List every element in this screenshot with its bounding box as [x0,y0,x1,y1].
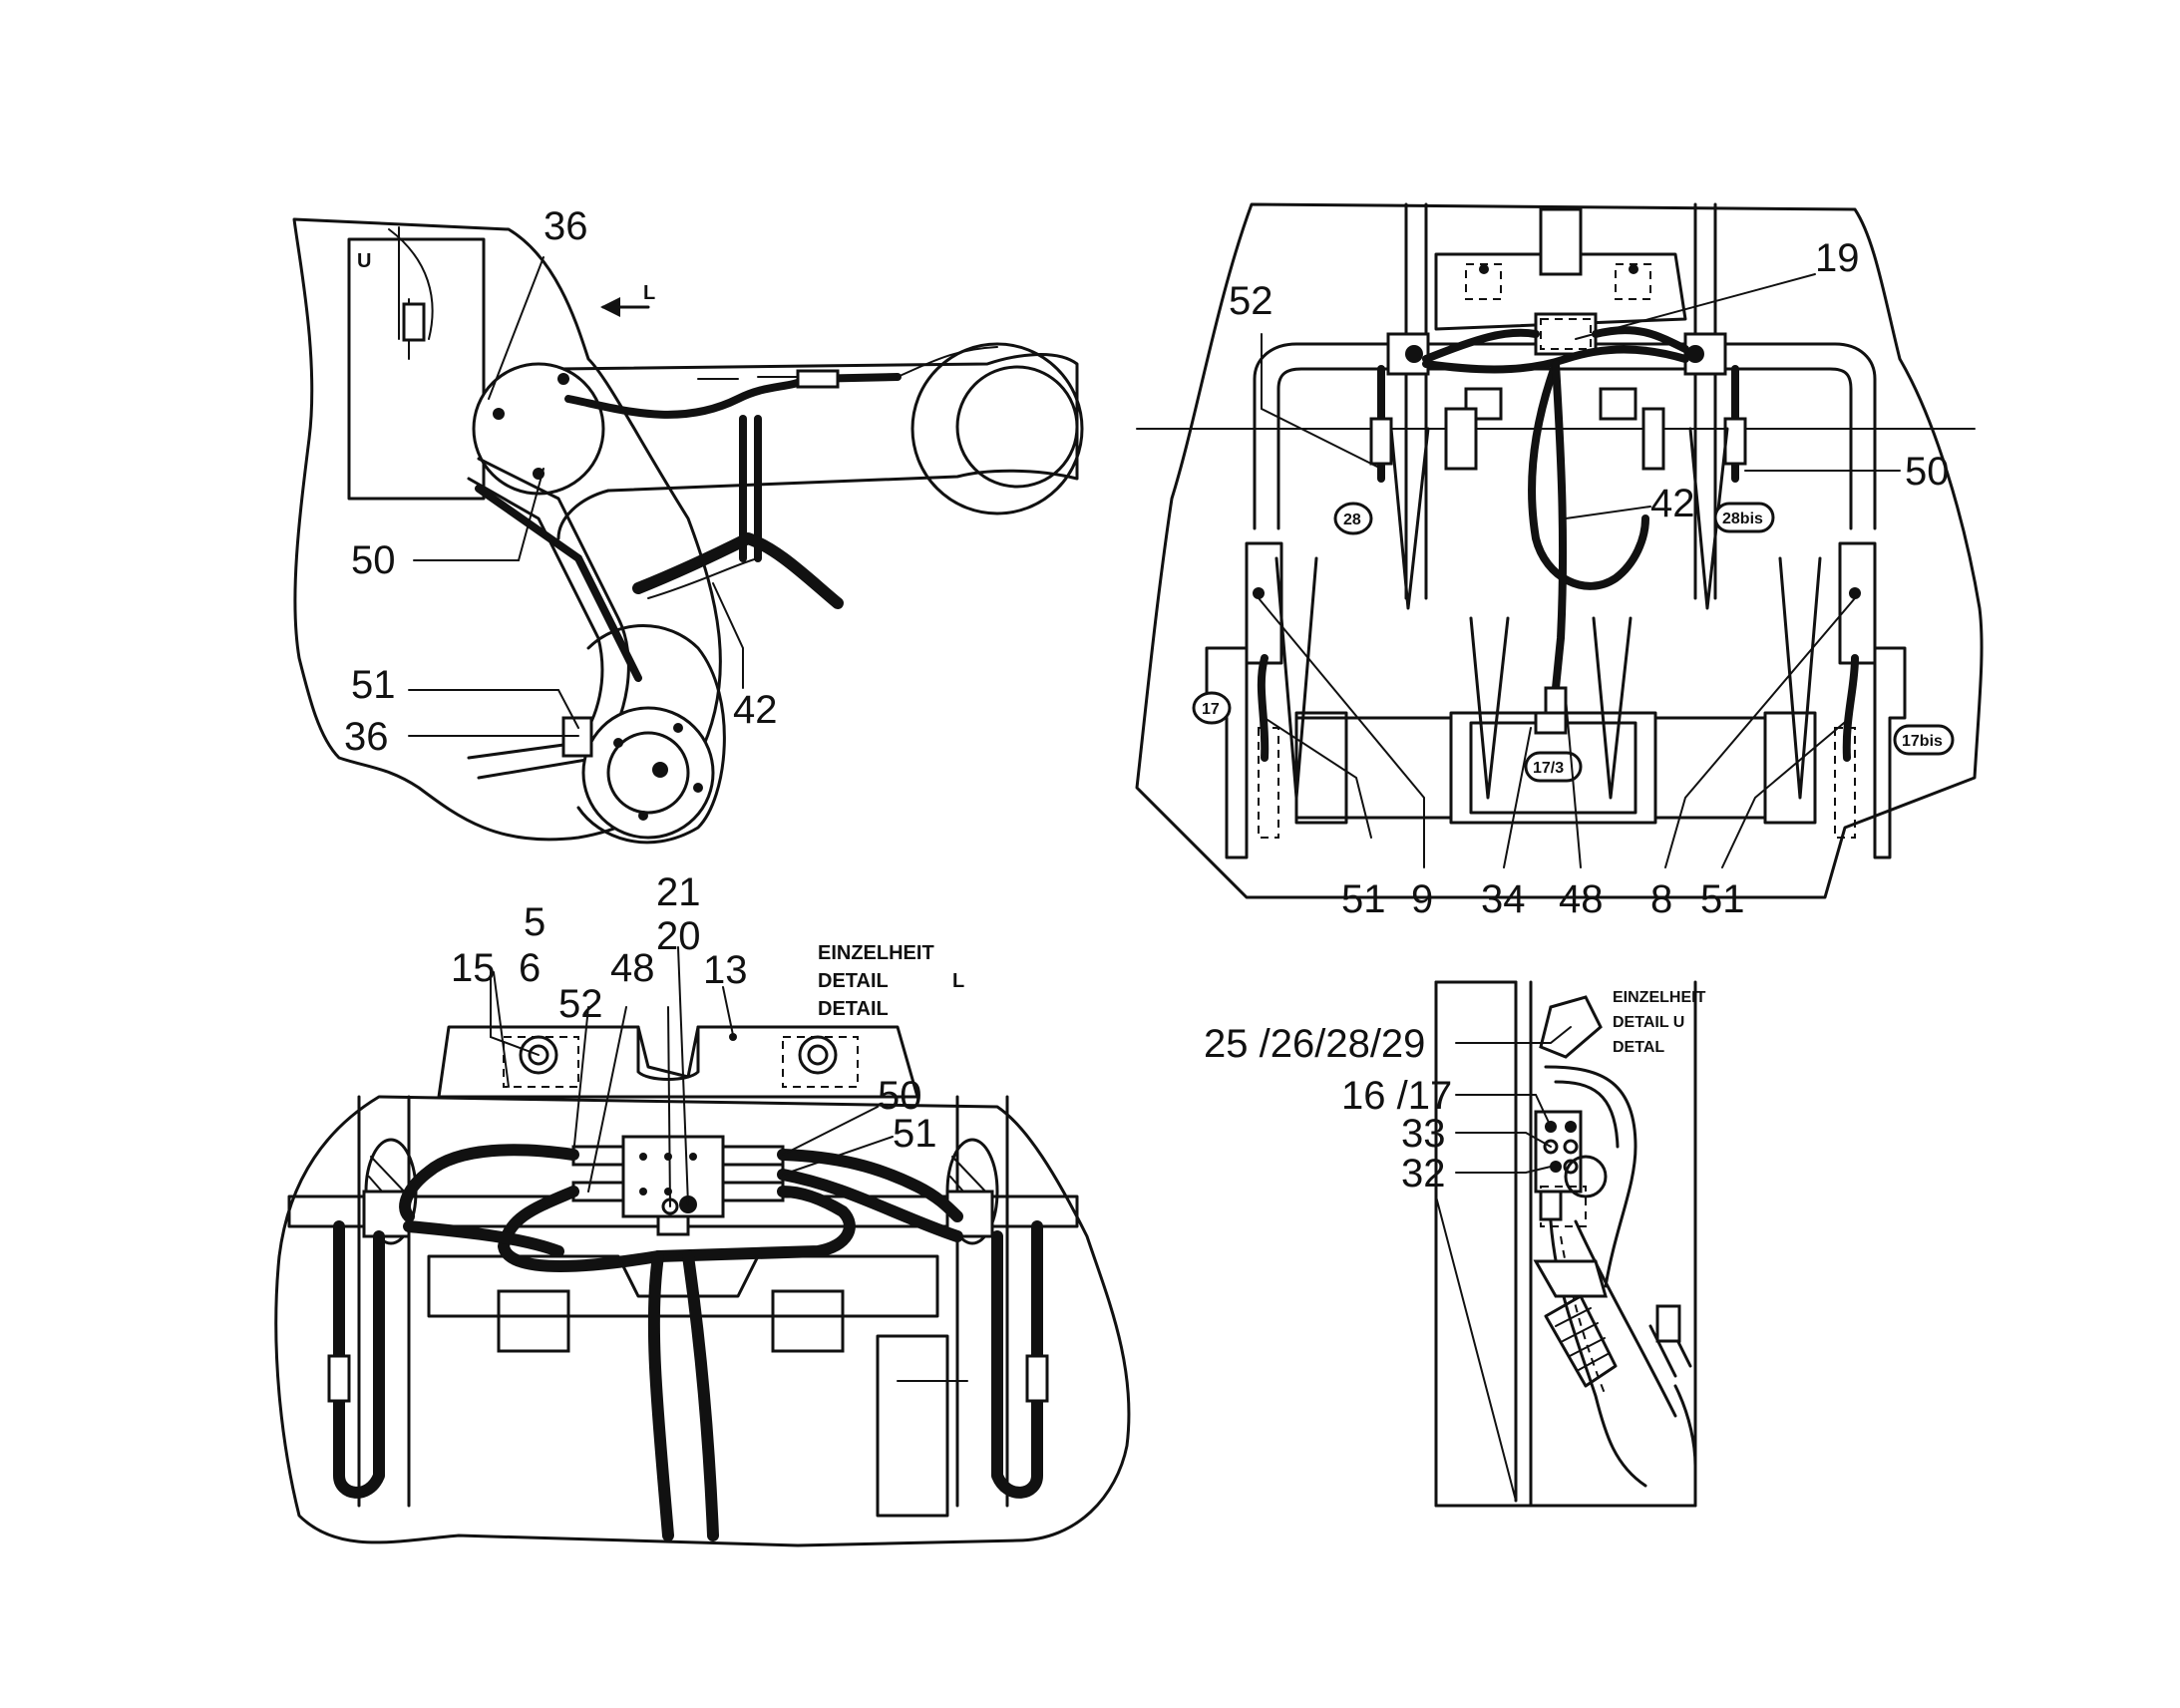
callout-36-top: 36 [544,204,588,248]
callout-16-17: 16 /17 [1341,1074,1452,1118]
detail-box-u [347,237,486,501]
detail-u-title-detail-u: DETAIL U [1613,1014,1684,1031]
callout-13: 13 [703,948,748,992]
callout-20: 20 [656,914,701,958]
tag-17bis: 17bis [1902,733,1943,750]
detail-l-letter: L [952,970,964,992]
callout-6: 6 [519,946,541,990]
callout-48-right: 48 [1559,877,1604,921]
callout-33: 33 [1401,1112,1446,1156]
callout-42-right: 42 [1650,482,1695,525]
detail-u-title-einzelheit: EINZELHEIT [1613,989,1706,1006]
callout-50-left: 50 [351,538,396,582]
tag-28: 28 [1343,512,1361,528]
callout-21: 21 [656,870,701,914]
callout-25-26-28-29: 25 /26/28/29 [1204,1022,1425,1066]
detail-l-title-detail-2: DETAIL [818,998,889,1020]
callout-48-left: 48 [610,946,655,990]
callout-36-bottom: 36 [344,715,389,759]
callout-50-detail-l: 50 [878,1074,922,1118]
callout-51-detail-l: 51 [893,1112,937,1156]
callout-8: 8 [1650,877,1672,921]
callout-15: 15 [451,946,496,990]
callout-34: 34 [1481,877,1526,921]
detail-l-title-detail-1: DETAIL [818,970,889,992]
view-detail-u: EINZELHEIT DETAIL U DETAL 25 /26/28/29 1… [1204,980,1706,1508]
callout-42-left: 42 [733,688,778,732]
detail-l-title-einzelheit: EINZELHEIT [818,942,934,964]
view-top-left: U [292,204,1084,845]
callout-9: 9 [1411,877,1433,921]
detail-u-title-detal: DETAL [1613,1039,1664,1056]
callout-51-bottom-right: 51 [1700,877,1745,921]
callout-51-bottom-left: 51 [1341,877,1386,921]
view-arrow-l-label: L [643,282,655,304]
callout-52-bottom-left: 52 [558,982,603,1026]
callout-52-top-right: 52 [1229,279,1273,323]
tag-28bis: 28bis [1722,511,1763,527]
view-detail-l: EINZELHEIT DETAIL DETAIL L 21 20 5 6 15 … [274,870,1131,1547]
tag-17: 17 [1202,701,1220,718]
detail-box-u-label: U [357,250,371,272]
view-top-right: 28 28bis 17 17bis 17/3 19 52 50 42 51 9 … [1135,202,1984,921]
callout-19: 19 [1815,236,1860,280]
callout-5: 5 [524,900,545,944]
callout-51-left: 51 [351,663,396,707]
callout-32: 32 [1401,1152,1446,1196]
callout-50-right: 50 [1905,450,1950,494]
tag-17-3: 17/3 [1533,760,1564,777]
